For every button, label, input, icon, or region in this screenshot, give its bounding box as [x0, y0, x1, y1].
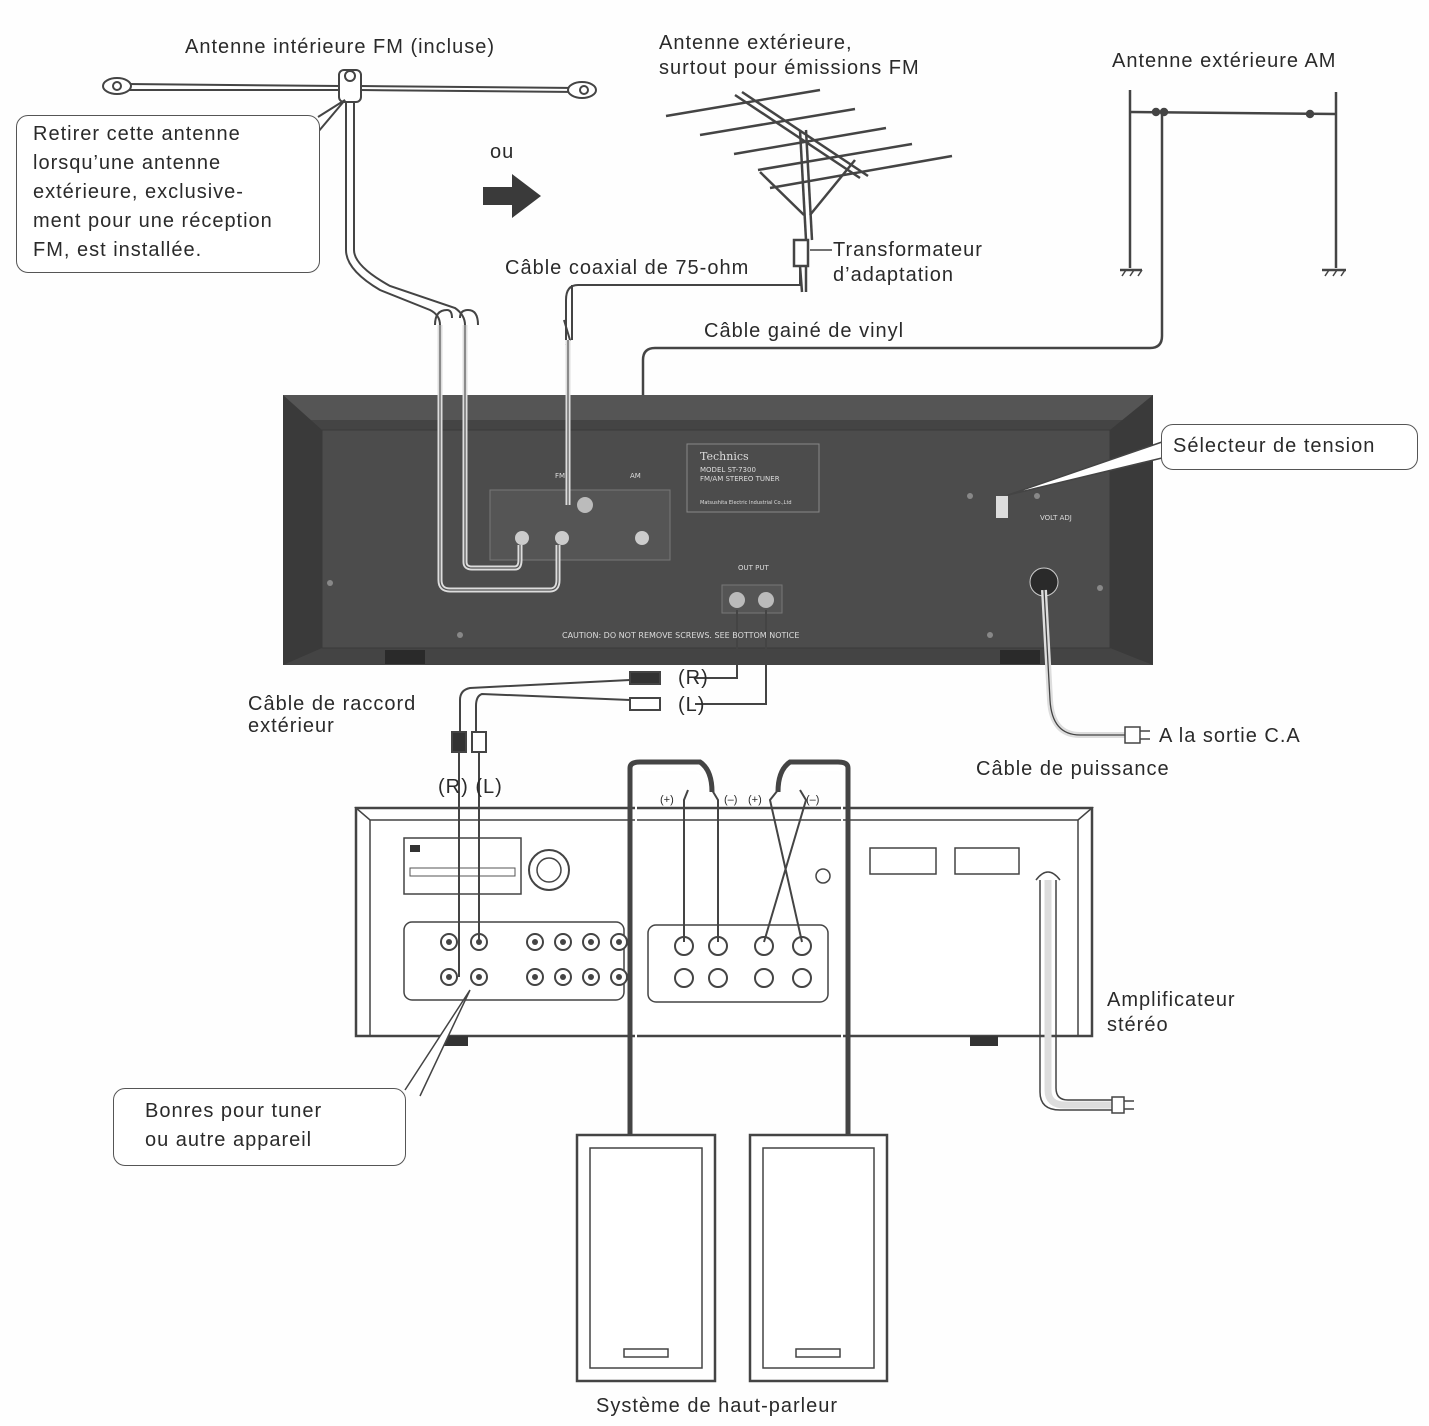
rca-jack-center [476, 974, 482, 980]
tuner-caution: CAUTION: DO NOT REMOVE SCREWS. SEE BOTTO… [562, 631, 800, 640]
rca-jack-center [446, 974, 452, 980]
rca-jack-center [616, 939, 622, 945]
amplifier-jacks [440, 933, 812, 988]
fm-indoor-antenna-label: Antenne intérieure FM (incluse) [185, 36, 496, 58]
or-label: ou [490, 141, 515, 163]
ac-outlet-label: A la sortie C.A [1159, 725, 1301, 747]
coax-cable-label: Câble coaxial de 75-ohm [505, 257, 750, 279]
rca-jack-center [446, 939, 452, 945]
callout-line: lorsqu’une antenne [33, 152, 222, 174]
callout-line: ment pour une réception [33, 210, 273, 232]
speaker-terminal [708, 968, 728, 988]
rca-jack-center [560, 939, 566, 945]
fm-outdoor-antenna-label-1: Antenne extérieure, [659, 32, 853, 54]
speaker-left [575, 1133, 717, 1383]
amplifier-rear-panel [353, 806, 1095, 1046]
fm-outdoor-antenna-label-2: surtout pour émissions FM [659, 57, 920, 79]
plus-right: (+) [748, 794, 762, 806]
tuner-volt-adj-label: VOLT ADJ [1040, 514, 1072, 522]
r-label: (R) [678, 667, 709, 689]
vinyl-cable-label: Câble gainé de vinyl [704, 320, 905, 342]
voltage-selector-callout: Sélecteur de tension [1161, 424, 1418, 470]
minus-right: (–) [806, 794, 820, 806]
callout-line: ou autre appareil [145, 1129, 313, 1151]
rca-jack-center [560, 974, 566, 980]
tuner-output-label: OUT PUT [738, 564, 769, 572]
callout-line: Retirer cette antenne [33, 123, 241, 145]
or-arrow [483, 174, 541, 218]
speaker-wires [627, 759, 851, 1140]
tuner-fm-label: FM [555, 472, 566, 480]
voltage-selector-label: Sélecteur de tension [1173, 435, 1376, 457]
am-outdoor-antenna-label: Antenne extérieure AM [1112, 50, 1337, 72]
coax-cable [565, 268, 801, 340]
amp-power-cable [1044, 880, 1112, 1109]
tuner-model: MODEL ST-7300 [700, 466, 756, 474]
plus-left: (+) [660, 794, 674, 806]
terminals-pointer [404, 989, 471, 1097]
connection-cable [451, 610, 767, 770]
rl-label: (R) (L) [438, 776, 503, 798]
speaker-terminal [792, 968, 812, 988]
callout-line: Bonres pour tuner [145, 1100, 323, 1122]
speaker-terminal [754, 936, 774, 956]
rca-jack-center [588, 974, 594, 980]
amplifier-label-1: Amplificateur [1107, 989, 1236, 1011]
speakers-label: Système de haut-parleur [596, 1395, 839, 1417]
rca-jack-center [532, 974, 538, 980]
connection-cable-label-2: extérieur [248, 715, 335, 737]
speaker-terminal [792, 936, 812, 956]
remove-antenna-callout: Retirer cette antenne lorsqu’une antenne… [16, 115, 320, 273]
tuner-maker: Matsushita Electric Industrial Co.,Ltd [700, 500, 792, 506]
fm-outdoor-antenna [665, 88, 953, 293]
tuner-type: FM/AM STEREO TUNER [700, 475, 780, 483]
speaker-terminal [674, 968, 694, 988]
transformer-label-2: d’adaptation [833, 264, 954, 286]
tuner-brand: Technics [700, 450, 749, 463]
rca-jack-center [588, 939, 594, 945]
rca-jack-center [532, 939, 538, 945]
power-cable-label: Câble de puissance [976, 758, 1170, 780]
transformer-label-1: Transformateur [833, 239, 983, 261]
terminals-callout: Bonres pour tuner ou autre appareil [113, 1088, 406, 1166]
speaker-terminal [754, 968, 774, 988]
callout-line: extérieure, exclusive- [33, 181, 244, 203]
callout-line: FM, est installée. [33, 239, 203, 261]
minus-left: (–) [724, 794, 738, 806]
rca-jack-center [616, 974, 622, 980]
l-label: (L) [678, 694, 706, 716]
fm-indoor-antenna [102, 69, 597, 326]
am-outdoor-antenna [641, 90, 1346, 535]
tuner-am-label: AM [630, 472, 641, 480]
connection-cable-label-1: Câble de raccord [248, 693, 417, 715]
voltage-selector-pointer [1007, 441, 1163, 496]
amplifier-label-2: stéréo [1107, 1014, 1169, 1036]
speaker-right [748, 1133, 889, 1383]
tuner-rear-panel [283, 395, 1153, 665]
